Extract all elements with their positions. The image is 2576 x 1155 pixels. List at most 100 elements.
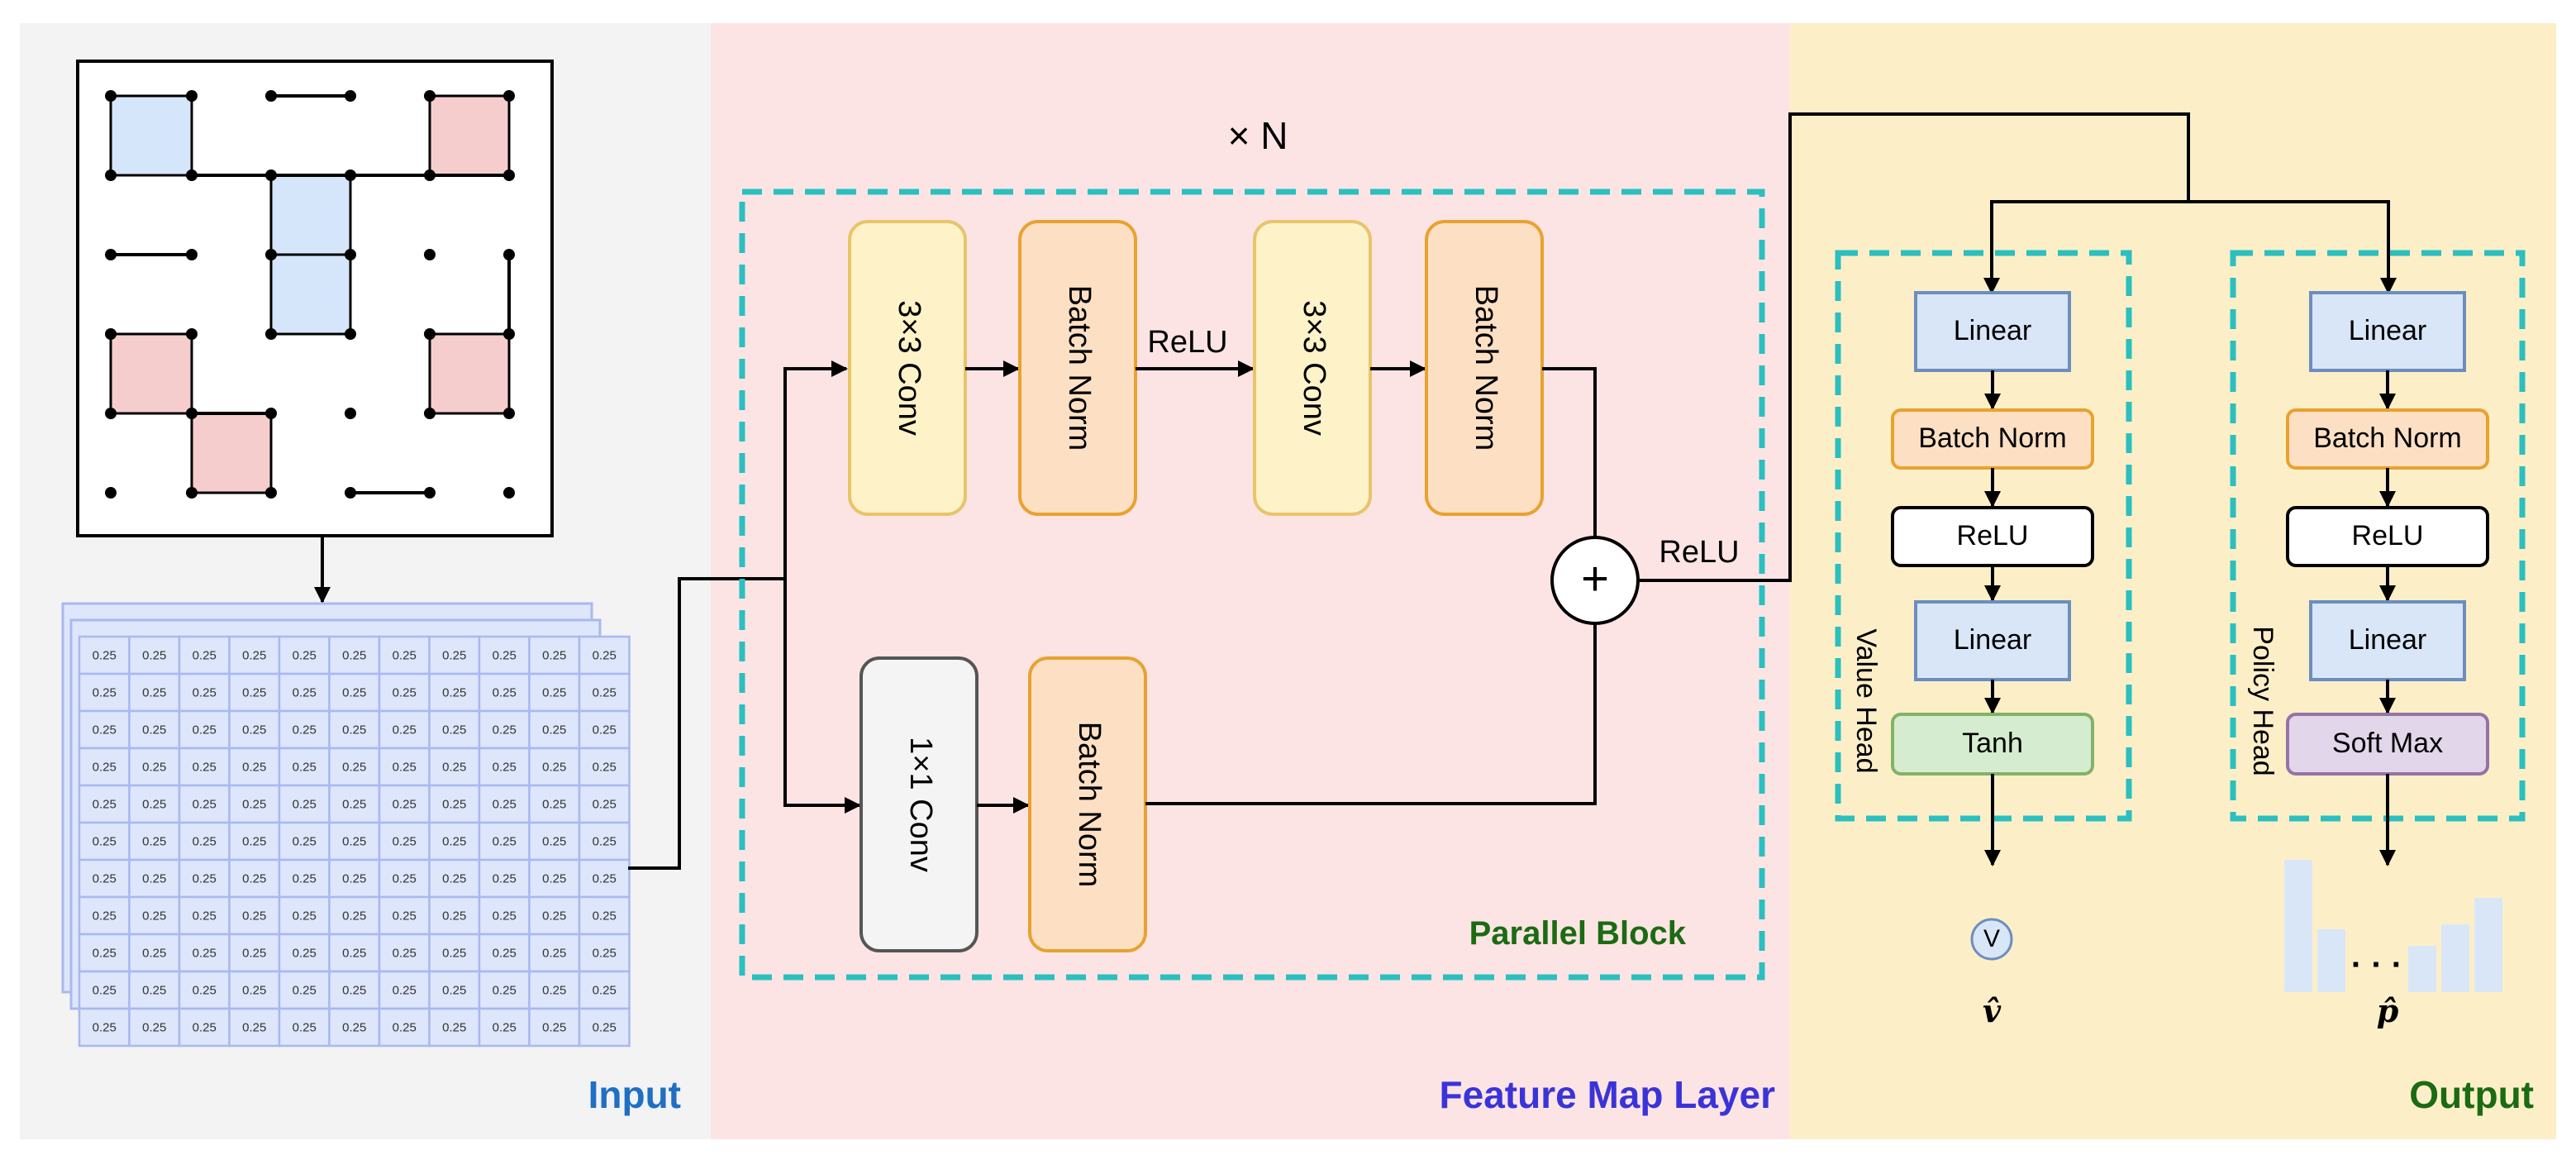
svg-text:ReLU: ReLU [1957, 520, 2029, 551]
value-head-tanh: Tanh [1891, 713, 2094, 776]
input-grid-value: 0.25 [193, 835, 217, 849]
board-dot [186, 328, 198, 340]
policy-output-symbol: p̂ [2377, 992, 2399, 1029]
batch-norm-second: Batch Norm [1425, 220, 1544, 516]
input-grid-value: 0.25 [442, 649, 466, 663]
input-grid-value: 0.25 [393, 761, 417, 775]
input-grid-value: 0.25 [242, 723, 266, 737]
svg-text:1×1 Conv: 1×1 Conv [903, 737, 938, 872]
board-dot [424, 328, 436, 340]
input-grid-value: 0.25 [542, 835, 566, 849]
board-dot [345, 90, 356, 102]
input-grid-value: 0.25 [342, 872, 366, 886]
board-dot [265, 169, 277, 181]
value-head-batch-norm: Batch Norm [1891, 408, 2094, 470]
input-grid-cell [478, 709, 531, 750]
policy-head-batch-norm: Batch Norm [2286, 408, 2489, 470]
input-grid-value: 0.25 [593, 686, 617, 700]
input-grid-value: 0.25 [293, 723, 317, 737]
input-grid-cell [178, 1007, 231, 1048]
input-grid-value: 0.25 [93, 686, 117, 700]
input-title: Input [588, 1073, 681, 1116]
input-grid-cell [128, 895, 181, 936]
input-grid-cell [178, 970, 231, 1010]
input-grid-cell [578, 747, 631, 787]
input-grid-value: 0.25 [242, 872, 266, 886]
input-grid-value: 0.25 [593, 761, 617, 775]
input-grid-value: 0.25 [393, 1021, 417, 1035]
value-head-block [1835, 250, 2132, 822]
input-grid-cell [328, 672, 381, 713]
input-grid-value: 0.25 [393, 947, 417, 961]
svg-text:+: + [1581, 551, 1609, 605]
input-grid-cell [428, 970, 481, 1010]
input-grid-value: 0.25 [93, 947, 117, 961]
input-grid-value: 0.25 [593, 649, 617, 663]
input-grid-value: 0.25 [193, 984, 217, 998]
board-dot [345, 169, 356, 181]
value-head-linear-1: Linear [1914, 291, 2071, 372]
heads-split-to-policy [2188, 200, 2397, 294]
input-grid-cell [528, 895, 581, 936]
input-grid-value: 0.25 [593, 1021, 617, 1035]
input-grid-value: 0.25 [442, 723, 466, 737]
policy-head-block [2230, 250, 2526, 822]
board-dot [503, 408, 515, 419]
input-grid-value: 0.25 [293, 798, 317, 812]
board-dot [503, 169, 515, 181]
input-grid-value: 0.25 [242, 686, 266, 700]
input-grid-value: 0.25 [142, 947, 166, 961]
input-grid: 0.25 0.25 0.25 0.25 0.25 0.25 0.25 0.25 0.25 0.25… [78, 635, 631, 1048]
svg-text:Batch Norm: Batch Norm [1072, 722, 1107, 888]
input-grid-value: 0.25 [542, 723, 566, 737]
input-grid-cell [578, 970, 631, 1010]
input-grid-value: 0.25 [142, 649, 166, 663]
board-cell-blue [109, 94, 193, 177]
input-grid-value: 0.25 [193, 1021, 217, 1035]
board-dot [186, 487, 198, 499]
input-grid-cell [428, 709, 481, 750]
input-grid-cell [528, 933, 581, 973]
input-grid-cell [578, 895, 631, 936]
board-dot [105, 328, 117, 340]
board-dot [424, 169, 436, 181]
input-grid-cell [328, 821, 381, 861]
input-grid-value: 0.25 [242, 909, 266, 924]
repeat-label: × N [1228, 114, 1288, 157]
input-grid-value: 0.25 [193, 872, 217, 886]
svg-text:Batch Norm: Batch Norm [2313, 422, 2462, 454]
board-cell-blue [269, 174, 352, 256]
input-grid-value: 0.25 [393, 723, 417, 737]
input-grid-value: 0.25 [293, 909, 317, 924]
input-grid-cell [378, 970, 431, 1010]
input-grid-cell [378, 858, 431, 899]
input-grid-value: 0.25 [393, 872, 417, 886]
board-dot [186, 90, 198, 102]
input-grid-value: 0.25 [593, 723, 617, 737]
board-dot [186, 169, 198, 181]
policy-head-linear-1: Linear [2309, 291, 2466, 372]
input-grid-value: 0.25 [242, 761, 266, 775]
input-grid-value: 0.25 [593, 947, 617, 961]
input-grid-value: 0.25 [342, 1021, 366, 1035]
board-dot [265, 408, 277, 419]
input-grid-value: 0.25 [593, 984, 617, 998]
input-grid-value: 0.25 [93, 723, 117, 737]
input-grid-cell [328, 747, 381, 787]
value-head-linear-2: Linear [1914, 600, 2071, 681]
shortcut-to-add-wire [1145, 623, 1597, 805]
input-to-block-wire [628, 577, 785, 870]
input-grid-cell [578, 672, 631, 713]
input-grid-value: 0.25 [93, 835, 117, 849]
conv-1x1: 1×1 Conv [859, 656, 978, 952]
board-dots [105, 90, 515, 499]
input-grid-value: 0.25 [193, 686, 217, 700]
board-dot [503, 487, 515, 499]
input-grid-value: 0.25 [142, 686, 166, 700]
policy-head-linear-2: Linear [2309, 600, 2466, 681]
output-title: Output [2409, 1073, 2534, 1116]
value-output-symbol: v̂ [1983, 992, 2002, 1029]
input-grid-cell [528, 1007, 581, 1048]
board-dot [186, 249, 198, 260]
split-wire-top [783, 360, 848, 579]
